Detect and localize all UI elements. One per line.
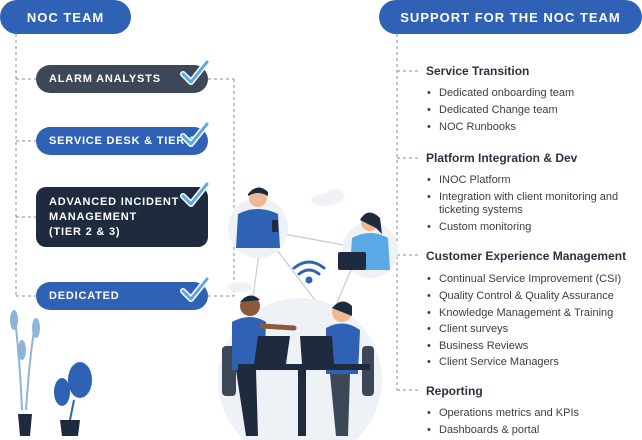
checkmark-icon: [180, 59, 210, 85]
list-item: Integration with client monitoring and t…: [427, 191, 632, 217]
plant-icon: [10, 309, 92, 436]
pill-label-line: (TIER 2 & 3): [49, 225, 121, 238]
list-item: Operations metrics and KPIs: [427, 407, 579, 420]
cloud-icon: [228, 189, 344, 292]
wifi-icon: [292, 260, 326, 284]
checkmark-icon: [180, 181, 210, 207]
list-item: Client Service Managers: [427, 356, 559, 369]
list-item: Dedicated Change team: [427, 104, 558, 117]
list-item: Quality Control & Quality Assurance: [427, 290, 614, 303]
section-title-platform: Platform Integration & Dev: [426, 151, 578, 165]
list-item: Business Reviews: [427, 340, 528, 353]
pill-label: ALARM ANALYSTS: [49, 73, 161, 85]
list-item: Dedicated onboarding team: [427, 87, 574, 100]
section-title-reporting: Reporting: [426, 384, 483, 398]
list-item: Dashboards & portal: [427, 424, 539, 437]
section-title-service-transition: Service Transition: [426, 64, 530, 78]
pill-label-line: MANAGEMENT: [49, 210, 138, 223]
checkmark-icon: [180, 121, 210, 147]
pill-dedicated: DEDICATED: [36, 282, 208, 310]
pill-label: SERVICE DESK & TIER 1: [49, 135, 196, 147]
noc-team-header: NOC TEAM: [0, 0, 131, 34]
section-title-customer-experience: Customer Experience Management: [426, 249, 627, 263]
list-item: Client surveys: [427, 323, 508, 336]
list-item: Knowledge Management & Training: [427, 307, 613, 320]
list-item: Continual Service Improvement (CSI): [427, 273, 621, 286]
pill-label-line: ADVANCED INCIDENT: [49, 195, 180, 208]
pill-advanced-incident: ADVANCED INCIDENT MANAGEMENT (TIER 2 & 3…: [36, 187, 208, 247]
list-item: INOC Platform: [427, 174, 511, 187]
pill-service-desk: SERVICE DESK & TIER 1: [36, 127, 208, 155]
team-illustration: [10, 187, 398, 440]
checkmark-icon: [180, 276, 210, 302]
pill-label: DEDICATED: [49, 290, 120, 302]
pill-alarm-analysts: ALARM ANALYSTS: [36, 65, 208, 93]
support-header: SUPPORT FOR THE NOC TEAM: [379, 0, 642, 34]
list-item: Custom monitoring: [427, 221, 531, 234]
list-item: NOC Runbooks: [427, 121, 516, 134]
